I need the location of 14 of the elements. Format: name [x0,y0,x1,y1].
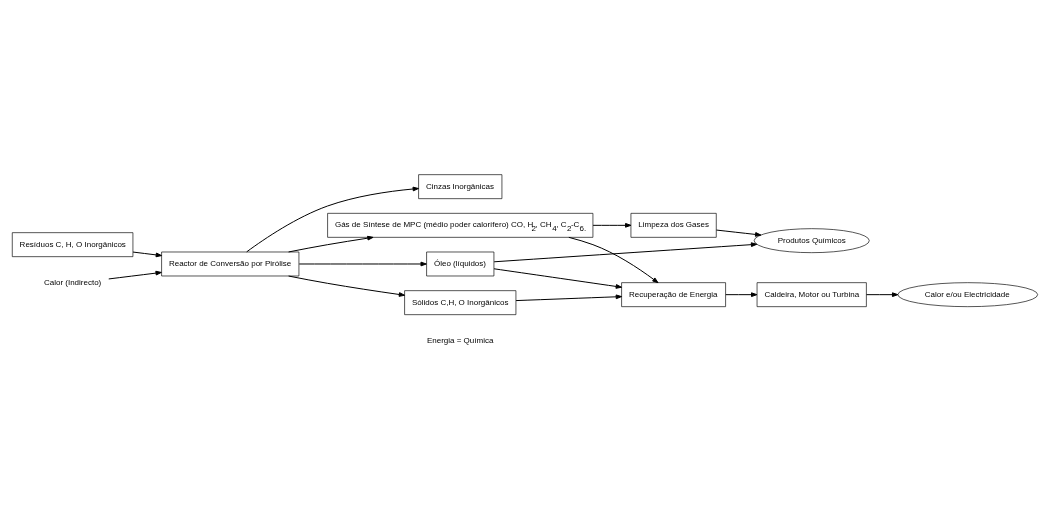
arrow [298,261,427,266]
arrow [288,235,374,252]
arrow [493,267,622,289]
arrow [725,291,758,297]
arrow [288,275,406,297]
arrow [866,291,899,297]
arrow [132,251,162,257]
arrow [108,270,162,279]
arrow [515,293,622,301]
arrow [568,236,659,283]
arrow [246,186,419,252]
arrow [493,241,758,262]
arrow [715,229,762,237]
arrow [592,222,632,228]
